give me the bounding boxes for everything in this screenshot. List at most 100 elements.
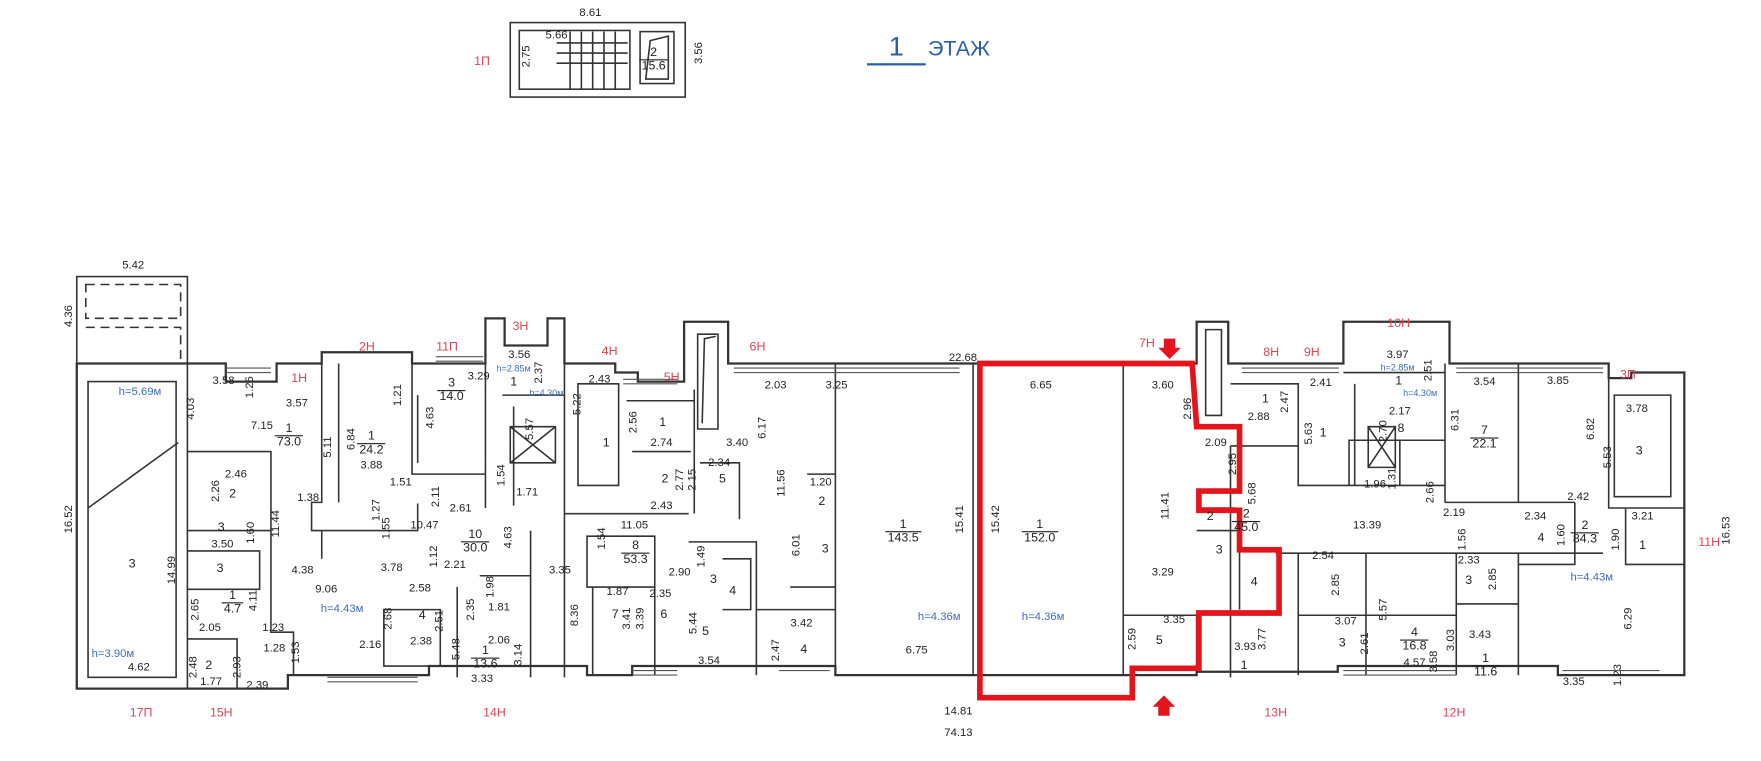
room-number: 7: [1481, 423, 1488, 438]
dimension-label: 2.21: [443, 558, 466, 572]
room-number: 2: [229, 487, 237, 501]
dimension-label: 3.07: [1334, 615, 1357, 628]
dimension-label: 2.43: [588, 373, 611, 387]
room-label: 2: [1204, 510, 1215, 523]
dimension-label: 3.43: [1468, 628, 1491, 642]
ceiling-height-label: h=4.43м: [320, 602, 364, 616]
room-number: 1: [367, 429, 375, 444]
unit-label: 1П: [474, 54, 490, 69]
dimension-label: 6.17: [756, 416, 769, 439]
dimension-label: 3.39: [634, 607, 647, 630]
dimension-label: 2.46: [224, 468, 247, 481]
room-number: 4: [1537, 531, 1545, 545]
room-label: 3: [1463, 575, 1474, 587]
dimension-label: 4.57: [1403, 657, 1426, 670]
dimension-label: 1.20: [809, 476, 832, 489]
room-area: 11.6: [1471, 665, 1500, 679]
room-label: 1: [657, 417, 668, 429]
room-number: 1: [1240, 658, 1248, 673]
dimension-label: 3.78: [380, 562, 403, 575]
floor-number: 1: [866, 32, 926, 66]
dimension-label: 2.85: [1329, 573, 1343, 596]
room-number: 3: [1465, 574, 1473, 588]
dimension-label: 1.56: [1456, 528, 1469, 551]
dimension-label: 3.25: [825, 379, 848, 392]
dimension-label: 3.41: [620, 607, 634, 630]
unit-label: 11Н: [1698, 535, 1721, 550]
room-number: 5: [702, 624, 710, 639]
dimension-label: 3.57: [285, 397, 308, 410]
room-label: 3: [1213, 544, 1224, 557]
dimension-label: 14.81: [944, 705, 973, 718]
room-area: 30.0: [460, 541, 490, 555]
dimension-label: 3.14: [512, 643, 525, 666]
room-label: 2: [227, 488, 238, 500]
dimension-label: 3.35: [1163, 614, 1186, 627]
dimension-label: 4.62: [127, 661, 150, 674]
unit-label: 10Н: [1387, 316, 1411, 331]
dimension-label: 3.88: [360, 459, 383, 472]
dimension-label: 11.41: [1159, 492, 1172, 520]
room-label: 4: [798, 642, 809, 657]
dimension-label: 1.49: [695, 545, 708, 568]
room-area: 22.1: [1470, 437, 1499, 451]
room-number: 2: [1581, 518, 1589, 533]
room-area: 16.8: [1400, 639, 1429, 654]
room-area: 73.0: [274, 435, 304, 449]
dimension-label: 5.44: [687, 612, 700, 635]
dimension-label: 16.52: [63, 505, 76, 534]
dimension-label: 3.29: [1151, 566, 1174, 580]
unit-label: 2Н: [358, 340, 375, 354]
dimension-label: 2.39: [246, 679, 269, 693]
dimension-label: 3.54: [1473, 375, 1496, 389]
room-number: 3: [821, 542, 829, 556]
dimension-label: 2.37: [532, 361, 546, 384]
dimension-label: 5.57: [1377, 598, 1390, 621]
ceiling-height-label: h=4.30м: [529, 388, 564, 399]
room-number: 3: [710, 572, 717, 587]
dimension-label: 2.75: [520, 45, 533, 68]
dimension-label: 1.60: [1555, 524, 1569, 547]
room-number: 5: [719, 472, 726, 486]
dimension-label: 3.77: [1256, 627, 1269, 650]
dimension-label: 5.68: [1246, 482, 1259, 505]
unit-label: 17П: [129, 706, 153, 720]
dimension-label: 2.77: [673, 468, 687, 491]
dimension-label: 2.11: [430, 486, 443, 508]
dimension-label: 6.01: [790, 534, 803, 557]
dimension-label: 3.35: [548, 564, 571, 577]
dimension-label: 2.26: [209, 480, 223, 503]
room-number: 4: [800, 642, 808, 657]
dimension-label: 3.60: [1151, 379, 1174, 392]
dimension-label: 1.60: [244, 521, 258, 544]
dimension-label: 22.68: [948, 352, 978, 365]
dimension-label: 1.21: [391, 384, 405, 407]
dimension-label: 2.15: [686, 468, 699, 491]
room-label: 3: [1633, 445, 1644, 457]
dimension-label: 9.06: [315, 583, 338, 597]
dimension-label: 5.57: [523, 417, 537, 440]
room-label: 3: [216, 522, 227, 534]
dimension-label: 1.23: [262, 622, 285, 635]
dimension-label: 7.15: [250, 419, 273, 433]
room-number: 1: [659, 415, 667, 430]
highlighted-unit-outline: [977, 360, 1282, 701]
unit-label: 3П: [1619, 368, 1636, 383]
dimension-label: 2.58: [408, 582, 431, 595]
ceiling-height-label: h=5.69м: [118, 386, 162, 399]
dimension-label: 1.54: [596, 527, 609, 550]
dimension-label: 3.97: [1386, 348, 1409, 362]
ceiling-height-label: h=4.36м: [1021, 610, 1065, 624]
dimension-label: 6.31: [1449, 408, 1462, 431]
dimension-label: 2.06: [487, 634, 510, 647]
entrance-arrow-icon: [1158, 338, 1181, 359]
dimension-label: 16.53: [1720, 516, 1733, 545]
dimension-label: 1.25: [243, 376, 257, 399]
room-number: 1: [1319, 426, 1327, 440]
dimension-label: 4.36: [63, 305, 76, 328]
ceiling-height-label: h=2.85м: [1380, 362, 1415, 373]
